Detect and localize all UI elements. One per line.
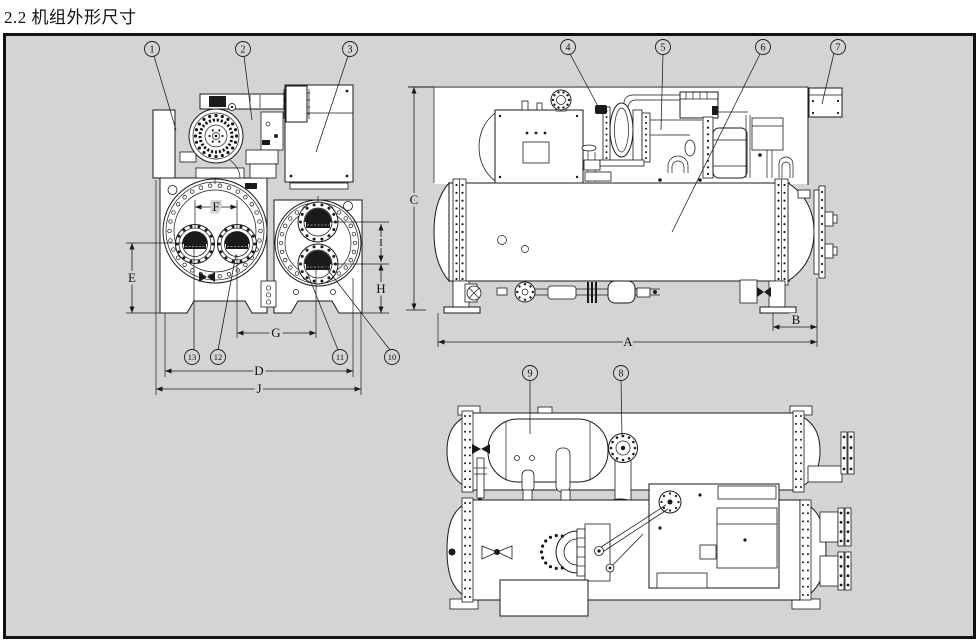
side-oil-piping — [581, 144, 612, 182]
callout-6: 6 — [671, 39, 771, 233]
dim-label-d: D — [254, 363, 263, 378]
dim-label-g: G — [271, 325, 280, 340]
svg-text:9: 9 — [528, 369, 533, 380]
plan-left-valve — [472, 444, 490, 502]
callout-8: 8 — [613, 365, 629, 438]
side-top-flange-circle — [550, 89, 572, 112]
svg-text:5: 5 — [661, 43, 666, 54]
svg-text:3: 3 — [348, 45, 353, 56]
side-bottom-piping — [464, 279, 771, 304]
side-right-piping — [718, 111, 794, 178]
butterfly-valve — [481, 545, 513, 560]
callout-11: 11 — [306, 271, 348, 365]
lifting-hole-left — [167, 185, 178, 195]
side-motor — [702, 116, 748, 179]
svg-text:6: 6 — [761, 43, 766, 54]
callout-1: 1 — [144, 41, 177, 131]
front-flanged-box — [283, 85, 310, 123]
front-view: F E G I H — [126, 41, 400, 399]
svg-text:11: 11 — [336, 352, 344, 362]
plan-view: 9 8 — [446, 365, 855, 617]
dim-label-i: I — [379, 237, 383, 249]
front-compressor — [199, 93, 285, 189]
dim-label-c: C — [410, 192, 419, 207]
callout-4: 4 — [560, 39, 601, 111]
oil-tank-plan — [487, 418, 609, 493]
dim-label-a: A — [623, 334, 633, 349]
callout-5: 5 — [655, 39, 671, 131]
side-mid-piping — [650, 119, 702, 182]
callout-9: 9 — [522, 365, 538, 434]
plan-compressor-assembly — [594, 483, 780, 589]
dim-C: C — [406, 87, 426, 311]
dim-label-e: E — [128, 270, 136, 285]
callout-7: 7 — [821, 39, 846, 105]
center-bracket — [260, 280, 277, 308]
lifting-hole-right — [343, 201, 353, 211]
side-right-end-flanges — [797, 185, 838, 279]
callout-10: 10 — [316, 255, 400, 365]
svg-text:2: 2 — [241, 45, 246, 56]
side-control-box — [494, 100, 584, 184]
plan-bottom-nozzles — [819, 507, 852, 591]
oil-tank-end — [478, 112, 496, 182]
plan-top-nozzle — [807, 431, 855, 483]
dim-F: F — [194, 197, 238, 228]
dim-E: E — [126, 242, 193, 314]
dim-H: H — [362, 264, 389, 314]
callout-12: 12 — [210, 253, 237, 365]
svg-text:10: 10 — [388, 352, 397, 362]
water-nozzle-left-1 — [175, 224, 215, 264]
svg-text:7: 7 — [836, 43, 841, 54]
side-vessel-shell — [433, 181, 815, 283]
callout-2: 2 — [235, 41, 253, 121]
dim-B: B — [772, 310, 817, 331]
dim-label-f: F — [212, 199, 219, 214]
plan-bottom-pad — [499, 579, 589, 617]
dim-J: J — [155, 180, 362, 399]
svg-text:13: 13 — [188, 352, 197, 362]
dim-label-b: B — [792, 312, 801, 327]
dim-G: G — [237, 323, 316, 343]
dim-I: I — [318, 221, 389, 265]
front-left-panel — [152, 109, 176, 179]
side-tubesheet-right — [774, 178, 789, 286]
water-nozzle-left-2 — [217, 224, 257, 264]
side-view: C A B 4 5 — [406, 39, 846, 352]
compressor-suction — [595, 102, 651, 167]
discharge-pipe — [623, 91, 719, 119]
dim-label-j: J — [256, 381, 261, 396]
side-tubesheet-left — [452, 178, 467, 286]
section-title: 2.2 机组外形尺寸 — [4, 8, 137, 27]
front-motor — [179, 108, 245, 179]
callout-3: 3 — [315, 41, 358, 153]
svg-text:8: 8 — [619, 369, 624, 380]
svg-text:1: 1 — [150, 45, 155, 56]
svg-text:4: 4 — [566, 43, 571, 54]
svg-text:12: 12 — [214, 352, 223, 362]
dim-label-h: H — [376, 281, 385, 296]
junction-box — [808, 87, 843, 118]
callout-13: 13 — [184, 249, 200, 365]
dim-D: D — [164, 278, 354, 381]
dim-A: A — [437, 278, 818, 352]
